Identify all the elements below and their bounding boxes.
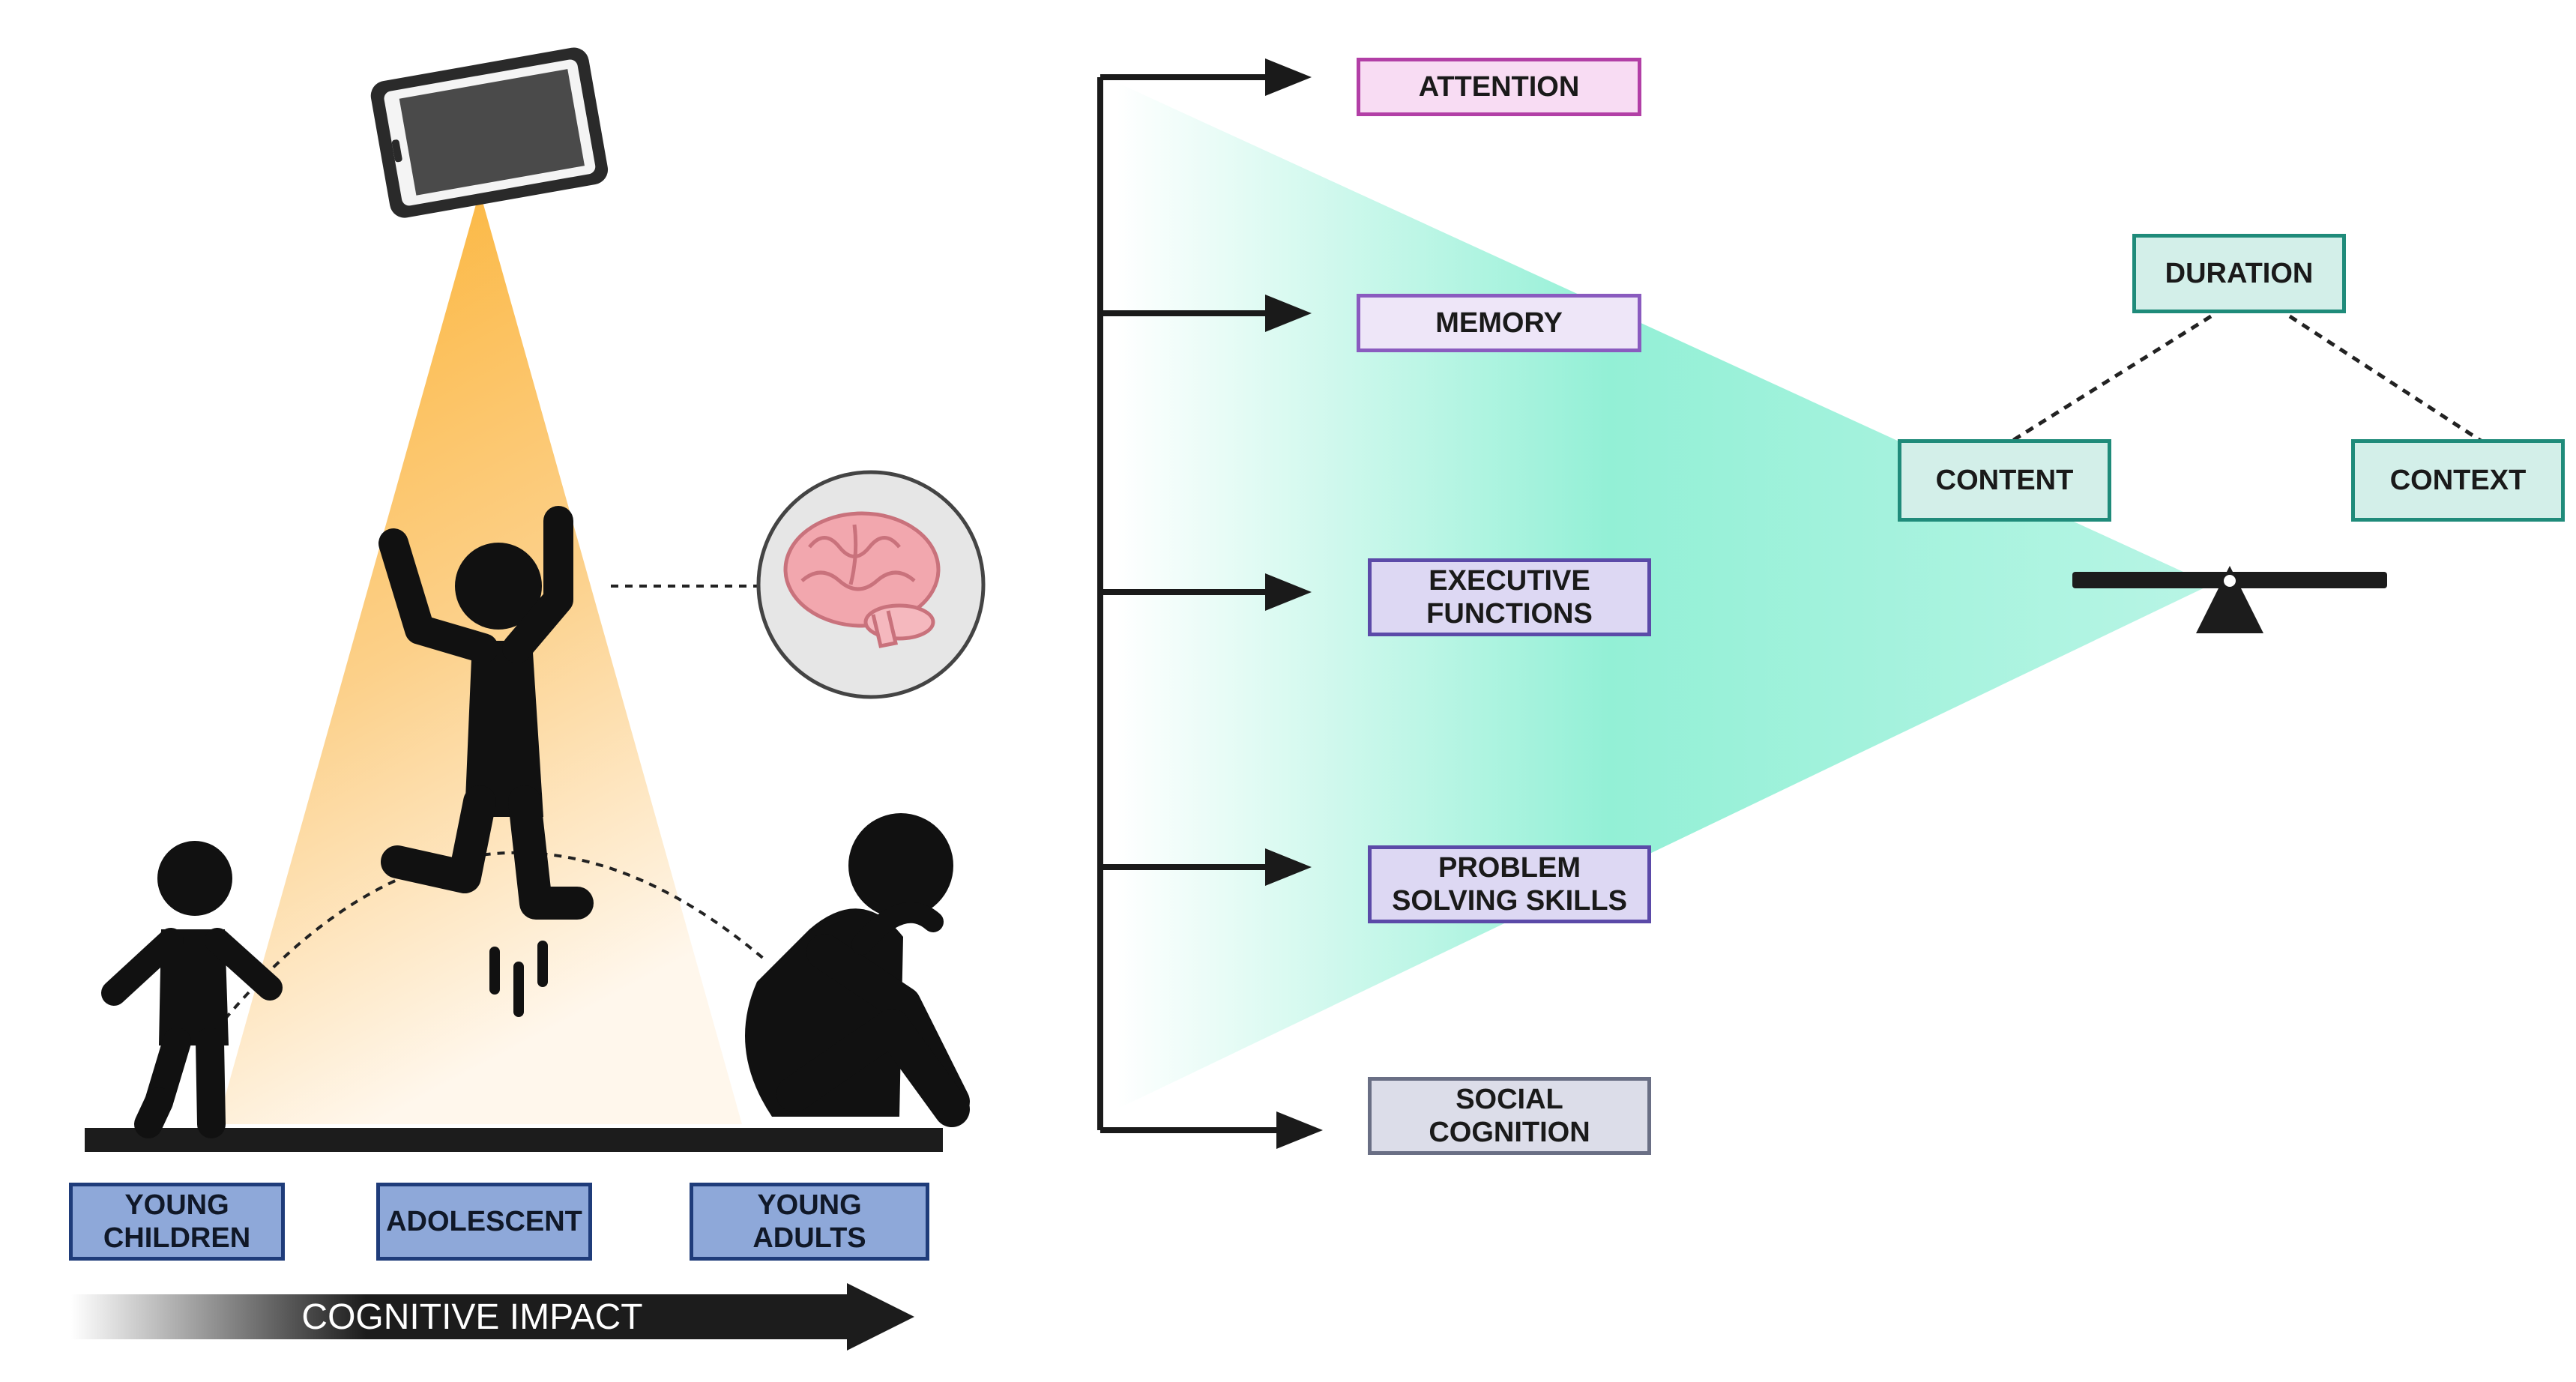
brain-icon (756, 470, 986, 699)
outcome-bracket (1097, 73, 1284, 1134)
age-young-children: YOUNG CHILDREN (69, 1183, 285, 1261)
adolescent-jumping-icon (378, 506, 594, 1017)
outcome-memory: MEMORY (1357, 294, 1641, 352)
balance-scale-icon (2072, 566, 2387, 633)
factor-duration: DURATION (2132, 234, 2346, 313)
cognitive-impact-arrow (71, 1283, 914, 1351)
outcome-problem-solving-skills: PROBLEM SOLVING SKILLS (1368, 845, 1651, 923)
age-adolescent: ADOLESCENT (376, 1183, 592, 1261)
cognitive-impact-label: COGNITIVE IMPACT (301, 1297, 643, 1337)
duration-context-link (2288, 314, 2482, 443)
factor-context: CONTEXT (2351, 439, 2565, 522)
arrowhead-social (1276, 1111, 1323, 1149)
bracket-arrowheads (1265, 58, 1323, 1149)
tablet-icon (370, 47, 609, 218)
duration-content-link (2011, 314, 2212, 443)
arrowhead-problem (1265, 848, 1312, 886)
ground-bar (85, 1128, 943, 1152)
arrowhead-memory (1265, 295, 1312, 332)
young-adult-sitting-icon (745, 813, 970, 1127)
factor-content: CONTENT (1898, 439, 2111, 522)
outcome-executive-functions: EXECUTIVE FUNCTIONS (1368, 558, 1651, 636)
child-icon (101, 841, 283, 1138)
age-young-adults: YOUNG ADULTS (690, 1183, 929, 1261)
outcome-attention: ATTENTION (1357, 58, 1641, 116)
development-arc (223, 851, 766, 1021)
outcome-social-cognition: SOCIAL COGNITION (1368, 1077, 1651, 1155)
arrowhead-attention (1265, 58, 1312, 96)
arrowhead-executive (1265, 573, 1312, 611)
